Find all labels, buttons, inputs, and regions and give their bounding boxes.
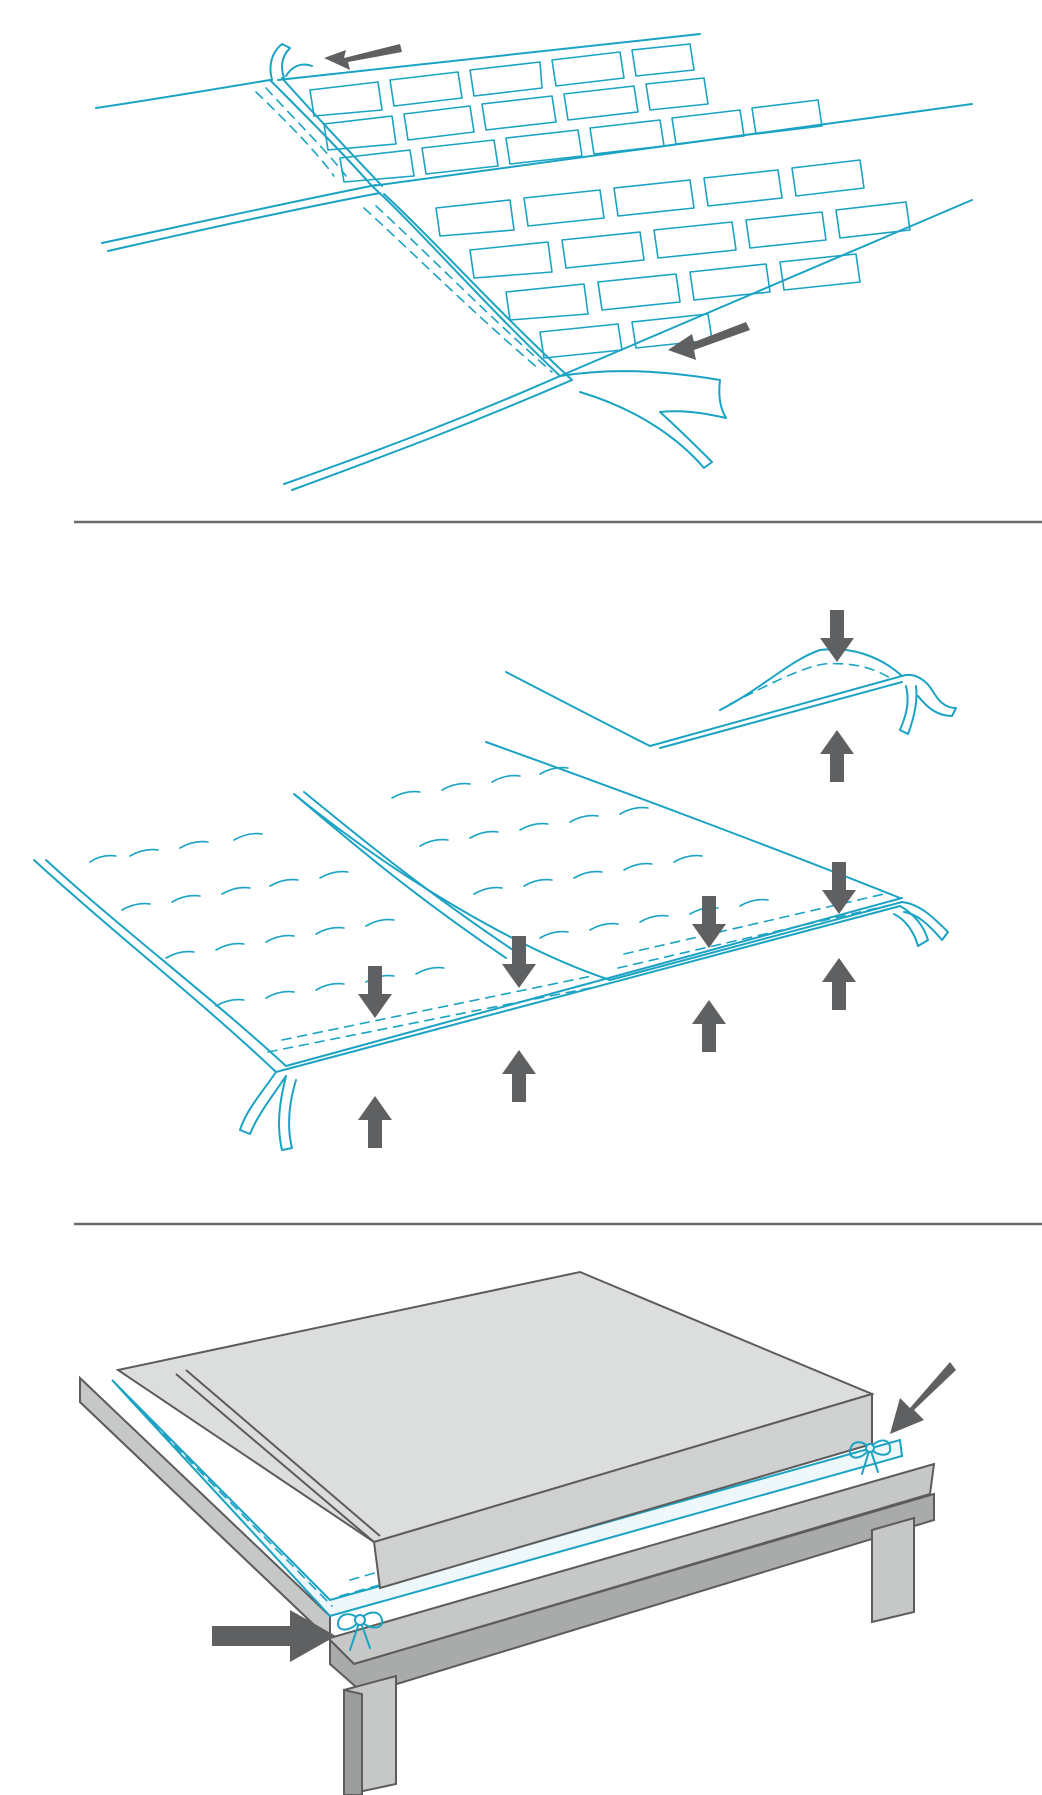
bed-frame-front [329, 1492, 935, 1696]
lower-tape [559, 370, 727, 469]
lower-pad [283, 185, 973, 491]
tie-bow-right [849, 1439, 892, 1475]
arrow-top-left [324, 44, 402, 70]
panel-2 [33, 610, 957, 1151]
pad-outline [33, 741, 903, 1073]
top-tape [269, 43, 313, 81]
arrow-lower-left [668, 322, 750, 360]
tie-bow-left [337, 1611, 384, 1651]
bed-rail-left [79, 1375, 331, 1643]
quilt-marks [89, 766, 769, 1007]
panel-1 [95, 33, 973, 491]
pad-arrows [358, 610, 856, 1148]
tie-right [893, 901, 949, 947]
arrow-right-tie [890, 1362, 956, 1434]
detail-tape [899, 674, 957, 735]
left-pad-outline [95, 79, 381, 252]
bed-leg-front-side [343, 1688, 363, 1795]
arrow-left-tie [212, 1610, 336, 1662]
pads-on-bed [111, 1379, 904, 1618]
top-seam [269, 77, 383, 187]
pad-stitching [267, 893, 887, 1053]
tie-left [239, 1071, 297, 1151]
pad-dividing-seam [293, 791, 517, 959]
bed-leg-back [871, 1516, 915, 1624]
upper-grid [277, 33, 973, 187]
panel-3 [79, 1270, 956, 1795]
detail-fold [505, 648, 903, 749]
